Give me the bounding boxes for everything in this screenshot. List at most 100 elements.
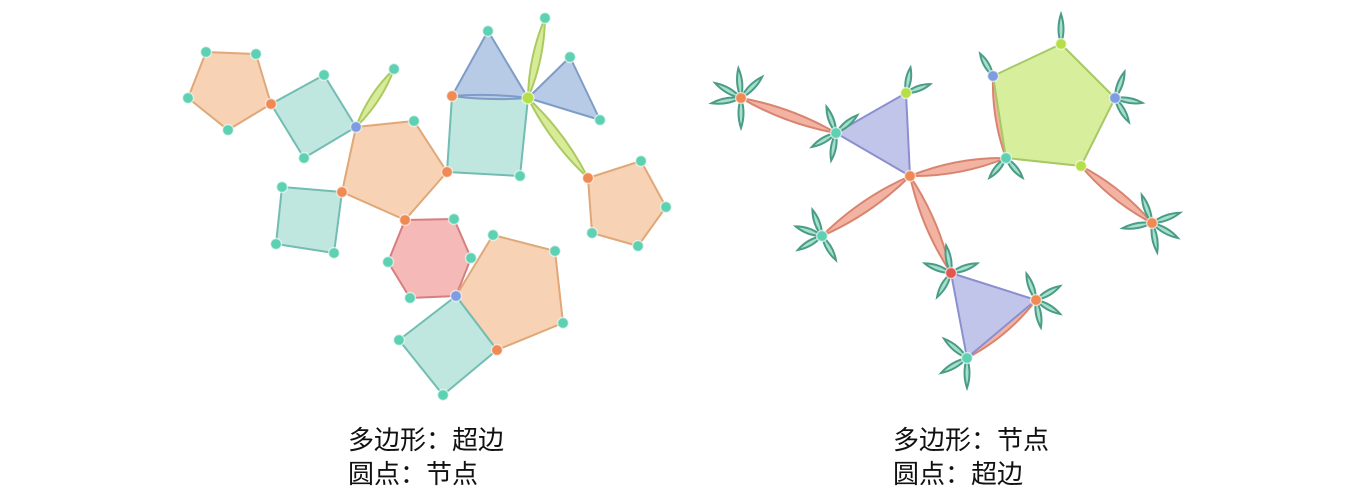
salmon-edge-4 <box>909 175 952 274</box>
rnode-teal-1 <box>815 229 829 243</box>
green-pentagon <box>992 43 1116 167</box>
clover-f-leaf-0 <box>1025 270 1038 303</box>
node-orange-0 <box>264 97 278 111</box>
clover-a-leaf-4 <box>708 96 745 105</box>
node-teal-15 <box>548 244 562 258</box>
clover-j-leaf-2 <box>1113 95 1131 125</box>
clover-l-leaf-1 <box>1149 211 1184 225</box>
node-teal-26 <box>659 200 673 214</box>
clover-f-leaf-1 <box>1033 284 1063 302</box>
node-teal-19 <box>481 24 495 38</box>
clover-d-leaf-0 <box>811 206 824 239</box>
clover-i-leaf-0 <box>978 51 995 79</box>
salmon-edge-1 <box>740 97 837 134</box>
node-orange-3 <box>440 165 454 179</box>
node-teal-24 <box>387 62 401 76</box>
node-lime-1 <box>521 91 535 105</box>
lavender-triangle-2 <box>950 272 1037 359</box>
right-caption-line2: 圆点：超边 <box>893 460 1024 490</box>
node-teal-21 <box>593 113 607 127</box>
rnode-teal-0 <box>829 126 843 140</box>
node-orange-4 <box>445 89 459 103</box>
teal-square-2 <box>275 186 343 254</box>
right-caption: 多边形：节点 圆点：超边 <box>893 424 1049 492</box>
node-teal-17 <box>436 388 450 402</box>
rnode-red-1 <box>944 266 958 280</box>
teal-square-1 <box>270 74 357 159</box>
clover-b-leaf-0 <box>825 103 838 136</box>
node-teal-3 <box>221 123 235 137</box>
clover-g-leaf-1 <box>938 356 970 375</box>
node-teal-9 <box>269 237 283 251</box>
orange-pentagon-4 <box>587 160 667 247</box>
clover-a-leaf-0 <box>712 81 744 100</box>
node-blue-2 <box>449 289 463 303</box>
node-teal-12 <box>381 255 395 269</box>
node-teal-8 <box>327 246 341 260</box>
clover-f-leaf-2 <box>1033 298 1063 316</box>
node-orange-2 <box>398 213 412 227</box>
clover-d-leaf-2 <box>792 225 825 238</box>
clover-g-leaf-2 <box>963 354 971 392</box>
rnode-lime-0 <box>899 86 913 100</box>
node-orange-1 <box>335 185 349 199</box>
node-teal-13 <box>403 291 417 305</box>
left-caption: 多边形：超边 圆点：节点 <box>348 424 504 492</box>
clover-d-leaf-1 <box>795 234 825 252</box>
node-teal-16 <box>556 316 570 330</box>
rnode-lime-1 <box>1054 37 1068 51</box>
rnode-orange-0 <box>734 91 748 105</box>
node-blue-1 <box>349 120 363 134</box>
blue-triangle-2 <box>527 56 601 121</box>
rnode-orange-1 <box>903 169 917 183</box>
lime-edge-1 <box>355 68 395 128</box>
clover-k-leaf-1 <box>987 155 1008 181</box>
rnode-blue-0 <box>986 69 1000 83</box>
node-teal-22 <box>513 169 527 183</box>
clover-h-leaf-0 <box>1057 10 1065 48</box>
node-teal-7 <box>275 180 289 194</box>
clover-b-leaf-3 <box>809 131 839 149</box>
node-teal-14 <box>486 228 500 242</box>
clover-a-leaf-1 <box>736 64 744 102</box>
node-teal-1 <box>249 47 263 61</box>
salmon-edge-3 <box>821 175 911 237</box>
clover-d-leaf-3 <box>820 233 838 263</box>
red-hexagon <box>387 218 472 299</box>
clover-l-leaf-3 <box>1150 219 1159 256</box>
clover-b-leaf-1 <box>833 113 860 135</box>
node-teal-0 <box>199 45 213 59</box>
node-orange-6 <box>581 171 595 185</box>
clover-c-leaf-1 <box>903 83 934 95</box>
orange-pentagon-2 <box>341 120 448 221</box>
clover-e-leaf-2 <box>935 270 953 300</box>
node-teal-27 <box>631 239 645 253</box>
node-teal-20 <box>563 50 577 64</box>
clover-j-leaf-1 <box>1112 96 1146 105</box>
orange-pentagon-1 <box>187 51 272 131</box>
node-orange-5 <box>490 343 504 357</box>
lavender-triangle-1 <box>835 92 911 177</box>
node-teal-10 <box>447 212 461 226</box>
blue-triangle-1 <box>451 30 529 99</box>
dual-hypergraph-diagram <box>708 10 1184 392</box>
node-teal-23 <box>538 11 552 25</box>
left-caption-line1: 多边形：超边 <box>348 426 505 456</box>
rnode-orange-2 <box>1029 293 1043 307</box>
node-teal-2 <box>181 91 195 105</box>
node-teal-11 <box>464 251 478 265</box>
clover-l-leaf-0 <box>1140 191 1154 226</box>
teal-square-4 <box>446 95 529 177</box>
clover-e-leaf-0 <box>944 242 953 276</box>
left-caption-line2: 圆点：节点 <box>348 460 479 490</box>
clover-k-leaf-0 <box>1004 155 1025 181</box>
clover-e-leaf-1 <box>948 262 981 275</box>
clover-l-leaf-4 <box>1119 221 1156 230</box>
clover-f-leaf-3 <box>1034 297 1043 331</box>
node-teal-6 <box>407 114 421 128</box>
clover-c-leaf-0 <box>904 64 913 96</box>
hypergraph-polygon-edges-diagram <box>181 11 673 402</box>
node-teal-5 <box>297 151 311 165</box>
node-teal-18 <box>392 333 406 347</box>
